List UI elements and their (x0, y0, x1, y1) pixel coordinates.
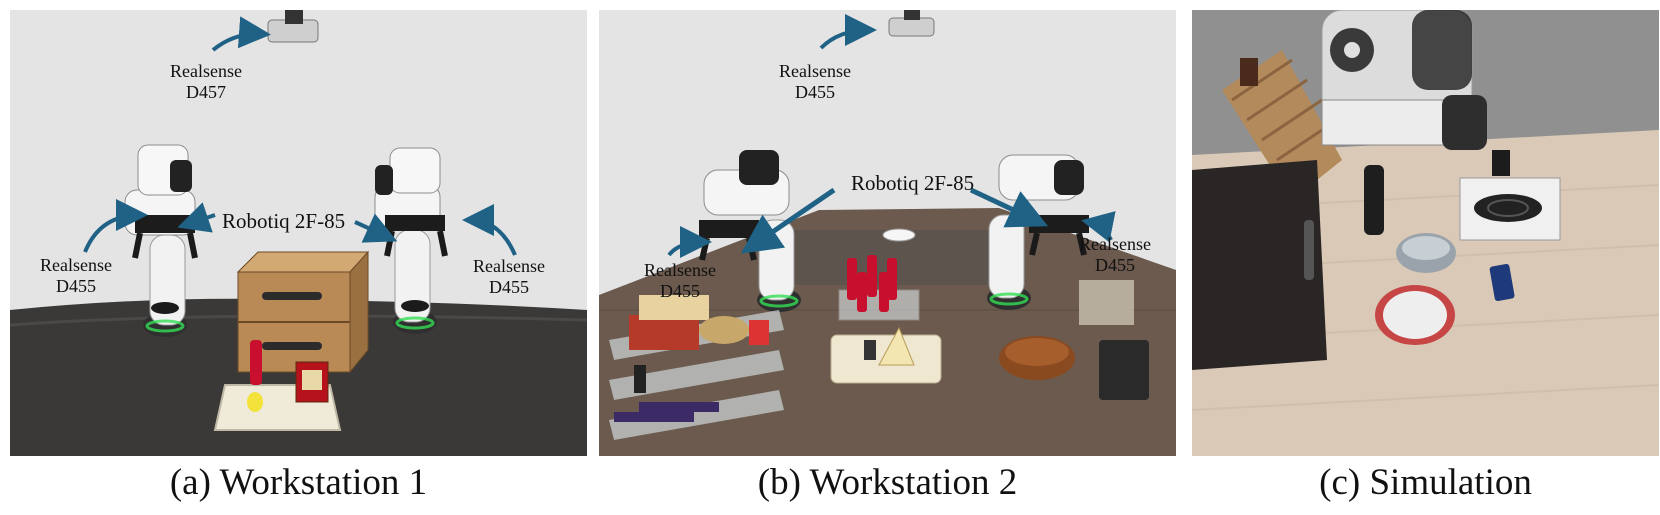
caption-a: (a) Workstation 1 (169, 462, 428, 503)
caption-b: (b) Workstation 2 (757, 462, 1018, 503)
label-gripper-b: Robotiq 2F-85 (851, 171, 975, 195)
label-gripper-a: Robotiq 2F-85 (222, 209, 346, 233)
caption-c: (c) Simulation (1319, 462, 1532, 503)
simulation-render (1192, 10, 1659, 456)
